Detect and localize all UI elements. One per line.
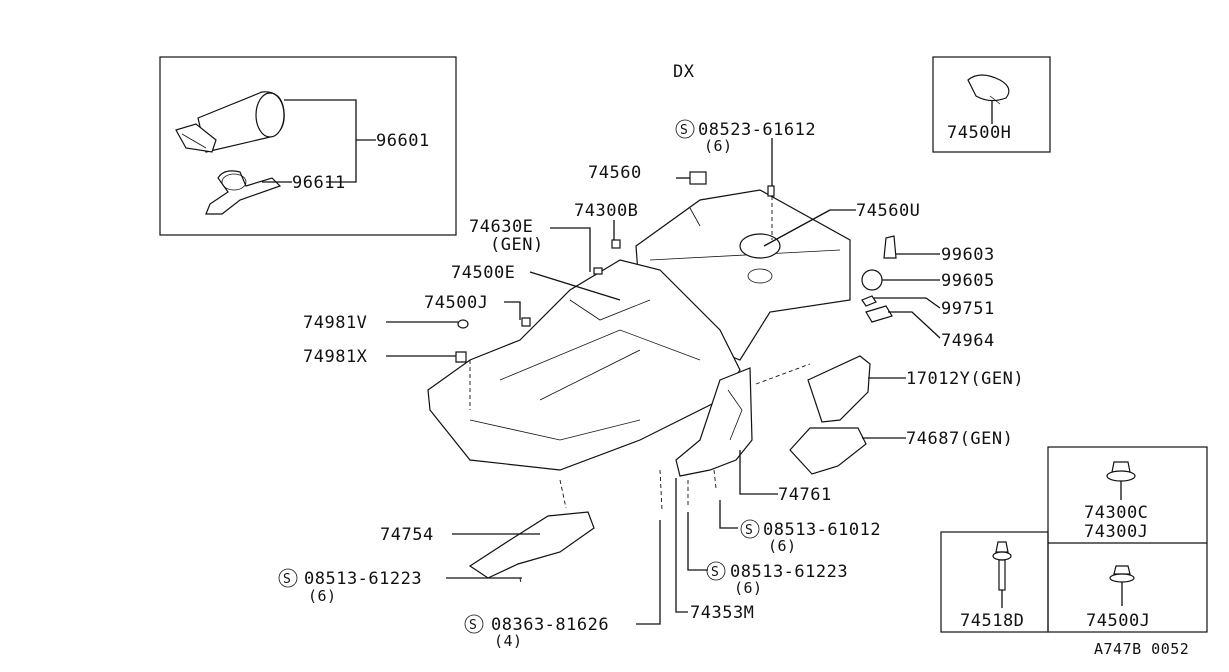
label-96601: 96601: [376, 131, 430, 151]
qty-08513-61223-right: (6): [734, 579, 763, 597]
qty-08513-61012: (6): [768, 537, 797, 555]
label-74500J-inset: 74500J: [1086, 611, 1150, 631]
canister-illustration: [175, 91, 285, 153]
screw-symbol-text: S: [469, 618, 477, 633]
note-74630E: (GEN): [490, 235, 544, 255]
qty-08523-61612: (6): [704, 137, 733, 155]
screw-symbol-text: S: [745, 523, 753, 538]
label-74500E: 74500E: [451, 263, 515, 283]
label-08513-61223-left: 08513-61223: [304, 569, 422, 589]
clip-74500H-icon: [967, 74, 1010, 102]
inset-canister: 96601 96611: [159, 56, 457, 236]
label-74353M: 74353M: [690, 603, 754, 623]
screw-symbol-icon: [278, 568, 298, 588]
inset-74500H-frame: [932, 56, 1051, 153]
label-99605: 99605: [941, 271, 995, 291]
qty-08363-81626: (4): [494, 632, 523, 650]
label-74300B: 74300B: [574, 201, 638, 221]
clip-74518D-icon: [992, 541, 1012, 591]
inset-frame: [159, 56, 457, 236]
label-74981V: 74981V: [303, 313, 367, 333]
inset-grommets: 74300C 74300J 74500J 74518D: [940, 446, 1208, 633]
canister-bracket: [205, 170, 282, 215]
label-08363-81626: 08363-81626: [491, 615, 609, 635]
screw-symbol-icon: [464, 614, 484, 634]
label-99751: 99751: [941, 299, 995, 319]
inset-74500H: 74500H: [932, 56, 1051, 153]
leader-lines: [386, 138, 941, 625]
label-74560: 74560: [588, 163, 642, 183]
grommet-74300C-icon: [1106, 461, 1136, 482]
screw-symbol-icon: [706, 561, 726, 581]
label-74500J: 74500J: [424, 293, 488, 313]
label-17012Y: 17012Y(GEN): [906, 369, 1024, 389]
label-74981X: 74981X: [303, 347, 368, 367]
label-74500H: 74500H: [947, 123, 1011, 143]
label-08513-61223-right: 08513-61223: [730, 562, 848, 582]
screw-symbol-icon: [740, 519, 760, 539]
label-74754: 74754: [380, 525, 434, 545]
label-74687: 74687(GEN): [906, 429, 1013, 449]
label-74560U: 74560U: [856, 201, 920, 221]
screw-symbol-icon: [675, 119, 695, 139]
qty-08513-61223-left: (6): [308, 587, 337, 605]
screw-symbol-text: S: [680, 123, 688, 138]
label-08523-61612: 08523-61612: [698, 120, 816, 140]
screw-symbol-text: S: [711, 565, 719, 580]
diagram-code: A747B 0052: [1094, 640, 1189, 658]
part-labels: S 08523-61612 (6) 74560 74560U 74300B 74…: [278, 119, 1024, 650]
label-74964: 74964: [941, 331, 995, 351]
label-74630E: 74630E: [469, 217, 533, 237]
label-96611: 96611: [292, 173, 346, 193]
label-74761: 74761: [778, 485, 832, 505]
plug-74500J-icon: [1109, 565, 1135, 583]
screw-symbol-text: S: [283, 572, 291, 587]
inset-74518D-frame: [940, 531, 1049, 633]
label-08513-61012: 08513-61012: [763, 520, 881, 540]
floor-panel-illustration: [427, 171, 897, 585]
label-74518D: 74518D: [960, 611, 1024, 631]
label-74300J: 74300J: [1084, 522, 1148, 542]
variant-label: DX: [673, 62, 695, 82]
label-99603: 99603: [941, 245, 995, 265]
label-74300C: 74300C: [1084, 503, 1148, 523]
